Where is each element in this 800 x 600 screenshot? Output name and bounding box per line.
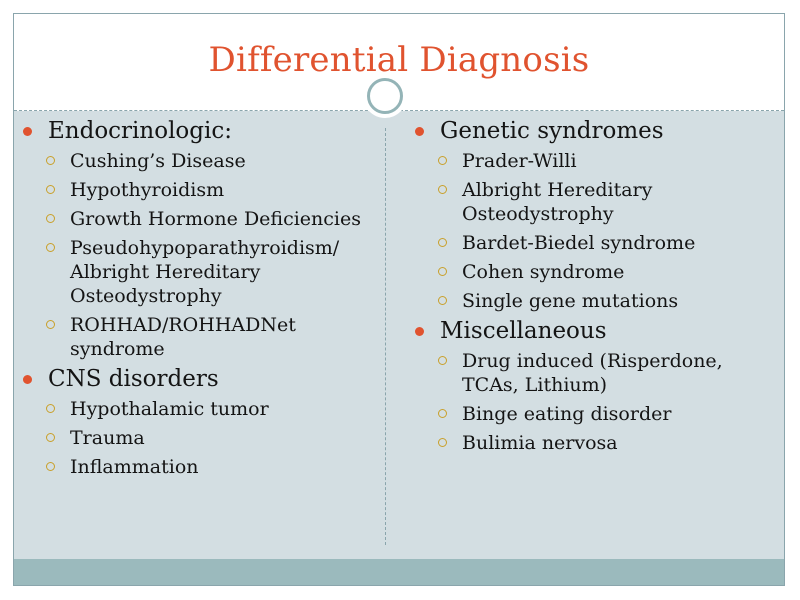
list-item: Albright Hereditary Osteodystrophy — [413, 178, 773, 226]
bullet-ring-icon — [46, 185, 55, 194]
list-item: Inflammation — [21, 455, 381, 479]
ornament-ring-icon — [367, 78, 403, 114]
list-item-text: Cohen syndrome — [462, 261, 625, 283]
bullet-ring-icon — [438, 356, 447, 365]
section-heading-text: Endocrinologic: — [48, 118, 232, 144]
section-heading-text: CNS disorders — [48, 366, 219, 392]
list-item-text: Inflammation — [70, 456, 199, 478]
list-item: Trauma — [21, 426, 381, 450]
list-item: Bardet-Biedel syndrome — [413, 231, 773, 255]
bullet-ring-icon — [46, 433, 55, 442]
list-item: Cohen syndrome — [413, 260, 773, 284]
section-heading: Miscellaneous — [413, 318, 773, 345]
list-item-text: Prader-Willi — [462, 150, 577, 172]
list-item: Cushing’s Disease — [21, 149, 381, 173]
list-item: Growth Hormone Deficiencies — [21, 207, 381, 231]
bullet-ring-icon — [46, 156, 55, 165]
bullet-ring-icon — [438, 185, 447, 194]
list-item-text: Trauma — [70, 427, 145, 449]
list-item: Hypothyroidism — [21, 178, 381, 202]
section-heading: Genetic syndromes — [413, 118, 773, 145]
list-item-text: Pseudohypoparathyroidism/ Albright Hered… — [70, 237, 340, 307]
bullet-ring-icon — [46, 243, 55, 252]
footer-band — [14, 559, 784, 585]
left-column: Endocrinologic: Cushing’s Disease Hypoth… — [21, 118, 381, 484]
list-item: Pseudohypoparathyroidism/ Albright Hered… — [21, 236, 381, 308]
content-panel — [14, 111, 784, 559]
bullet-ring-icon — [438, 156, 447, 165]
section-heading: Endocrinologic: — [21, 118, 381, 145]
list-item-text: Albright Hereditary Osteodystrophy — [462, 179, 653, 225]
list-item-text: Drug induced (Risperdone, TCAs, Lithium) — [462, 350, 723, 396]
list-item-text: Single gene mutations — [462, 290, 679, 312]
bullet-ring-icon — [438, 267, 447, 276]
bullet-ring-icon — [46, 404, 55, 413]
list-item: Single gene mutations — [413, 289, 773, 313]
list-item-text: Binge eating disorder — [462, 403, 672, 425]
slide-title: Differential Diagnosis — [208, 40, 590, 80]
list-item: Binge eating disorder — [413, 402, 773, 426]
bullet-ring-icon — [46, 320, 55, 329]
list-item: Bulimia nervosa — [413, 431, 773, 455]
list-item-text: Hypothyroidism — [70, 179, 225, 201]
right-column: Genetic syndromes Prader-Willi Albright … — [413, 118, 773, 460]
bullet-ring-icon — [46, 462, 55, 471]
section-heading-text: Genetic syndromes — [440, 118, 664, 144]
column-divider — [385, 128, 386, 545]
bullet-dot-icon — [415, 327, 424, 336]
bullet-dot-icon — [23, 127, 32, 136]
bullet-dot-icon — [23, 375, 32, 384]
list-item-text: Bardet-Biedel syndrome — [462, 232, 696, 254]
list-item-text: ROHHAD/ROHHADNet syndrome — [70, 314, 296, 360]
list-item: Hypothalamic tumor — [21, 397, 381, 421]
bullet-ring-icon — [438, 296, 447, 305]
list-item: Prader-Willi — [413, 149, 773, 173]
list-item-text: Hypothalamic tumor — [70, 398, 269, 420]
bullet-ring-icon — [46, 214, 55, 223]
list-item-text: Cushing’s Disease — [70, 150, 246, 172]
list-item-text: Bulimia nervosa — [462, 432, 618, 454]
list-item: ROHHAD/ROHHADNet syndrome — [21, 313, 381, 361]
section-heading-text: Miscellaneous — [440, 318, 607, 344]
bullet-ring-icon — [438, 409, 447, 418]
section-heading: CNS disorders — [21, 366, 381, 393]
bullet-ring-icon — [438, 238, 447, 247]
list-item: Drug induced (Risperdone, TCAs, Lithium) — [413, 349, 773, 397]
bullet-dot-icon — [415, 127, 424, 136]
bullet-ring-icon — [438, 438, 447, 447]
list-item-text: Growth Hormone Deficiencies — [70, 208, 362, 230]
